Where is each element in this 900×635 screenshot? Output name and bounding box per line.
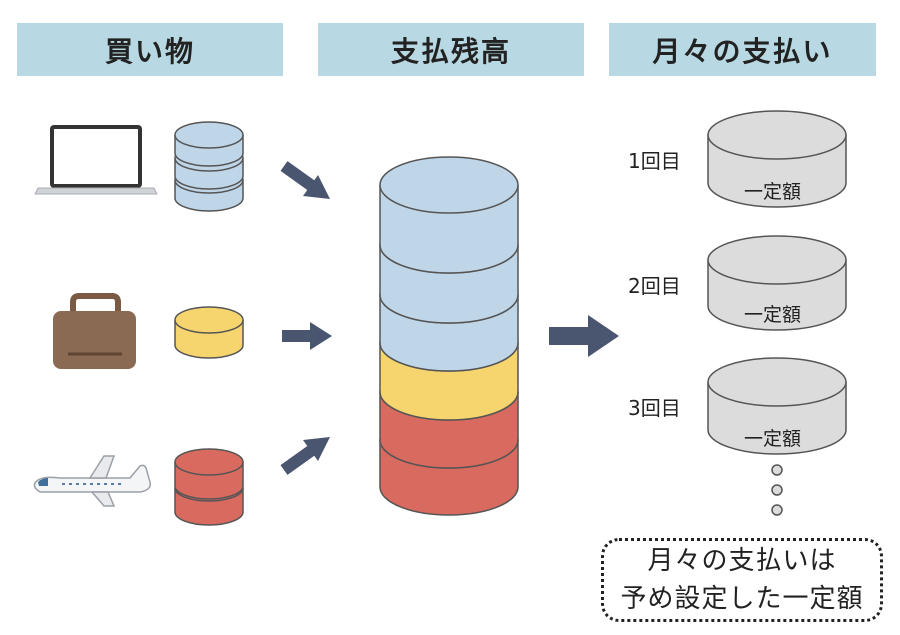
installment-amount-3: 一定額 (744, 428, 801, 450)
note-box: 月々の支払いは 予め設定した一定額 (601, 538, 883, 622)
header-monthly: 月々の支払い (609, 23, 876, 76)
bag-icon (53, 293, 136, 369)
balance-stack (379, 156, 519, 516)
installment-disk-3 (707, 357, 847, 455)
installment-disk-1 (707, 110, 847, 208)
arrow-airplane (280, 437, 330, 475)
installment-amount-1: 一定額 (744, 181, 801, 203)
arrow-to-monthly (549, 315, 619, 357)
installment-amount-2: 一定額 (744, 304, 801, 326)
red-stack-small (174, 448, 244, 526)
header-purchases: 買い物 (17, 23, 283, 76)
arrow-bag (282, 322, 332, 350)
continuation-dots (771, 464, 783, 516)
yellow-stack-small (174, 306, 244, 359)
airplane-icon (33, 455, 152, 507)
arrow-laptop (280, 161, 330, 199)
note-line-2: 予め設定した一定額 (620, 584, 864, 614)
installment-number-3: 3回目 (628, 396, 681, 420)
blue-stack-small (174, 121, 244, 212)
installment-number-2: 2回目 (628, 274, 681, 298)
laptop-icon (34, 125, 158, 195)
note-line-1: 月々の支払いは (647, 546, 837, 576)
installment-disk-2 (707, 235, 847, 331)
installment-number-1: 1回目 (628, 149, 681, 173)
header-balance: 支払残高 (318, 23, 584, 76)
